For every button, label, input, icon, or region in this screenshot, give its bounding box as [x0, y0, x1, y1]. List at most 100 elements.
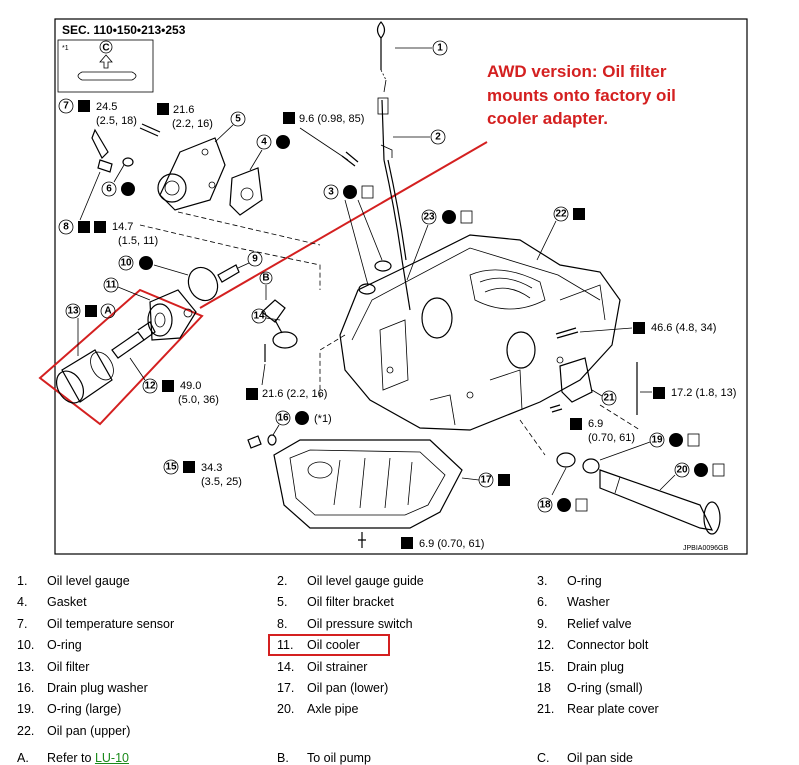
sealant-icon [573, 208, 585, 220]
image-code: JPBIA0096GB [683, 545, 728, 552]
legend-number: 14. [277, 659, 295, 674]
legend-label: Refer to LU-10 [47, 751, 129, 765]
legend-number: 2. [277, 574, 288, 588]
arrow-up-icon [99, 54, 113, 69]
torque-pan-bolt-vertical: 17.2 (1.8, 13) [671, 387, 736, 399]
callout-4: 4 [261, 137, 267, 148]
bracket-bolt [139, 123, 161, 137]
legend-link[interactable]: LU-10 [94, 751, 129, 765]
legend-label: Connector bolt [567, 638, 649, 653]
pan-bolt-long [555, 327, 579, 339]
torque-guide-bolt: 9.6 (0.98, 85) [299, 113, 364, 125]
inset-box [57, 39, 154, 93]
torque-pressure-switch: 14.7 [112, 221, 133, 233]
legend-label: O-ring (small) [567, 681, 643, 695]
pan-lower-bolt [358, 532, 366, 548]
legend-label: Oil filter [47, 659, 90, 674]
legend-number: 5. [277, 595, 288, 610]
exploded-view-diagram: SEC. 110•150•213•253 *1 C AWD version: O… [38, 18, 748, 555]
legend-label: Rear plate cover [567, 702, 659, 717]
legend-number: 10. [17, 638, 35, 653]
legend-number: 12. [537, 638, 555, 653]
legend-number: 16. [17, 681, 35, 695]
legend-number: 1. [17, 574, 28, 588]
torque-temp-sensor: 24.5 [96, 101, 117, 113]
inset-note: *1 [62, 45, 69, 52]
legend-number: 3. [537, 574, 548, 588]
oil-pan-upper [339, 234, 621, 431]
drain-plug-washer [267, 434, 277, 446]
callout-10: 10 [120, 258, 132, 269]
torque-bracket-bolt: 21.6 [173, 104, 194, 116]
callout-b: B [262, 273, 269, 284]
callout-22: 22 [555, 209, 567, 220]
torque-icon [283, 112, 295, 124]
torque-drain-washer-note: (*1) [314, 413, 332, 425]
oil-strainer [261, 299, 298, 349]
oil-cooler-legend-highlight [268, 634, 390, 656]
relief-valve [217, 264, 240, 283]
legend-number: 19. [17, 702, 35, 717]
legend-label: Oil level gauge [47, 574, 130, 588]
legend-number: 8. [277, 616, 288, 631]
inset-letter: C [102, 43, 109, 54]
rear-plate-cover [559, 357, 593, 403]
section-code: SEC. 110•150•213•253 [62, 23, 186, 37]
callout-17: 17 [480, 475, 492, 486]
legend-label: O-ring [47, 638, 82, 653]
torque-pan-bolt-long: 46.6 (4.8, 34) [651, 322, 716, 334]
callout-a: A [104, 306, 111, 317]
callout-12: 12 [144, 381, 156, 392]
legend-number: 15. [537, 659, 555, 674]
legend-label: Gasket [47, 595, 87, 610]
callout-2: 2 [435, 132, 441, 143]
legend-number: 17. [277, 681, 295, 695]
legend-number: C. [537, 751, 550, 765]
legend-number: 4. [17, 595, 28, 610]
legend-number: 13. [17, 659, 35, 674]
callout-23: 23 [423, 212, 435, 223]
callout-18: 18 [539, 500, 551, 511]
torque-connector-bolt-imperial: (5.0, 36) [178, 394, 219, 406]
legend-label: Drain plug washer [47, 681, 148, 695]
guide-bolt [341, 151, 359, 167]
grease-icon [361, 185, 374, 199]
legend-label: Oil cooler [307, 638, 360, 653]
legend-label: Oil filter bracket [307, 595, 394, 610]
callout-6: 6 [106, 184, 112, 195]
torque-bracket-bolt-imperial: (2.2, 16) [172, 118, 213, 130]
callout-14: 14 [253, 311, 265, 322]
legend-number: 7. [17, 616, 28, 631]
callout-11: 11 [106, 280, 117, 291]
legend-label: Washer [567, 595, 610, 610]
torque-pressure-switch-imperial: (1.5, 11) [118, 235, 158, 247]
drain-plug [247, 435, 262, 449]
legend-label: Oil temperature sensor [47, 616, 175, 631]
oil-filter [55, 349, 114, 404]
callout-7: 7 [63, 101, 69, 112]
connector-bolt [111, 331, 145, 359]
legend-label: O-ring [567, 574, 602, 588]
callout-1: 1 [437, 43, 443, 54]
annotation-line-2: mounts onto factory oil [487, 86, 676, 105]
callout-16: 16 [277, 413, 289, 424]
replace-icon [343, 185, 357, 199]
torque-rear-cover-imperial: (0.70, 61) [588, 432, 635, 444]
washer [122, 157, 134, 167]
legend-number: B. [277, 751, 289, 765]
legend-number: 20. [277, 702, 295, 717]
callout-3: 3 [328, 187, 334, 198]
gasket-section-icon [77, 71, 137, 81]
oil-pan-lower [273, 439, 463, 529]
annotation-pointer-line [199, 141, 488, 309]
legend-label: Drain plug [567, 659, 624, 674]
gasket [229, 167, 263, 216]
diagram-frame [54, 18, 748, 555]
oil-cooler-highlight-box [38, 288, 204, 426]
legend-number: 18 [537, 681, 551, 695]
axle-pipe [599, 469, 721, 535]
torque-pan-lower-bolt: 6.9 (0.70, 61) [419, 538, 484, 550]
torque-temp-sensor-imperial: (2.5, 18) [96, 115, 137, 127]
legend-number: 11. [277, 638, 294, 653]
